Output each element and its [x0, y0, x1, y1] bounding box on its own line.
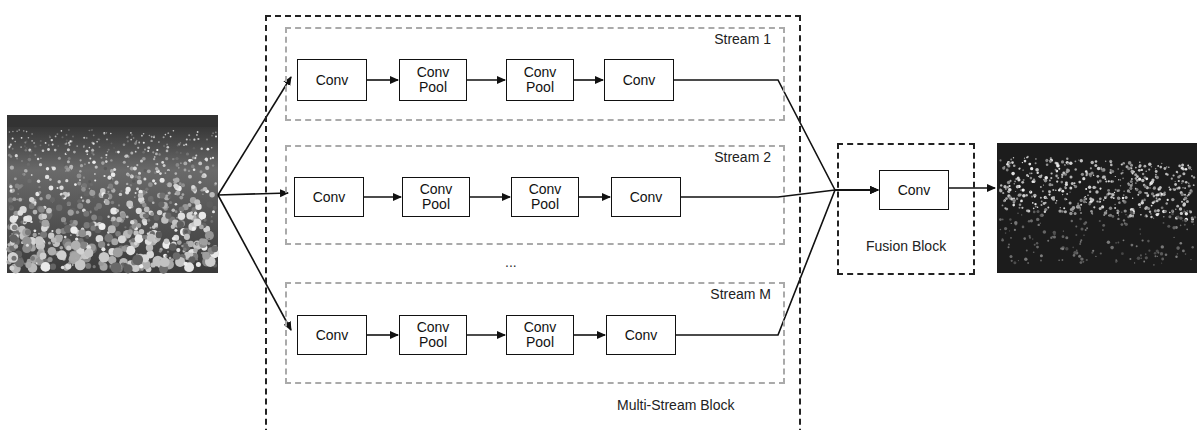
layer-box: Conv Pool	[402, 177, 470, 217]
group-label: Stream M	[710, 286, 771, 302]
flow-arrow	[467, 334, 505, 336]
layer-label: Conv	[316, 73, 349, 88]
layer-box: Conv	[606, 315, 676, 355]
layer-label: Conv	[630, 190, 663, 205]
layer-box: Conv	[297, 315, 367, 355]
flow-arrow	[579, 196, 610, 198]
flow-arrow	[681, 190, 878, 197]
flow-arrow	[574, 79, 603, 81]
ellipsis-label: ...	[505, 254, 517, 270]
group-label: Stream 1	[714, 31, 771, 47]
stream-group: Stream 2 Conv Conv Pool Conv Pool Conv	[285, 145, 785, 245]
layer-label: Conv Pool	[518, 65, 562, 95]
layer-box: Conv Pool	[399, 315, 467, 355]
flow-arrow	[467, 79, 505, 81]
layer-box: Conv	[604, 59, 674, 101]
flow-arrow	[367, 334, 398, 336]
flow-arrow	[367, 79, 398, 81]
layer-box: Conv	[297, 59, 367, 101]
layer-box: Conv	[611, 177, 681, 217]
layer-box: Conv Pool	[399, 59, 467, 101]
layer-label: Conv	[625, 328, 658, 343]
fusion-block: Fusion Block Conv	[837, 143, 975, 275]
multi-stream-block: Multi-Stream BlockStream 1ConvConv PoolC…	[265, 15, 801, 430]
layer-box: Conv Pool	[511, 177, 579, 217]
layer-label: Conv	[313, 190, 346, 205]
layer-label: Conv Pool	[411, 320, 455, 350]
layer-box: Conv Pool	[506, 315, 574, 355]
layer-box: Conv	[879, 170, 949, 210]
flow-arrow	[574, 334, 605, 336]
input-arrows	[218, 77, 995, 330]
flow-arrow	[676, 190, 878, 335]
layer-label: Conv Pool	[518, 320, 562, 350]
stream-group: Stream 1 Conv Conv Pool Conv Pool Conv	[285, 27, 785, 121]
flow-arrow	[674, 80, 878, 190]
layer-label: Conv Pool	[523, 182, 567, 212]
group-label: Multi-Stream Block	[617, 397, 734, 413]
density-map	[997, 143, 1197, 273]
layer-box: Conv Pool	[506, 59, 574, 101]
flow-arrow	[364, 196, 401, 198]
layer-label: Conv Pool	[414, 182, 458, 212]
layer-label: Conv	[316, 328, 349, 343]
group-label: Stream 2	[714, 149, 771, 165]
flow-arrow	[470, 196, 510, 198]
group-label: Fusion Block	[866, 238, 946, 254]
layer-label: Conv	[623, 73, 656, 88]
crowd-photo	[7, 115, 220, 274]
layer-box: Conv	[294, 177, 364, 217]
layer-label: Conv	[898, 183, 931, 198]
stream-group: Stream M Conv Conv Pool Conv Pool Conv	[285, 282, 785, 384]
layer-label: Conv Pool	[411, 65, 455, 95]
